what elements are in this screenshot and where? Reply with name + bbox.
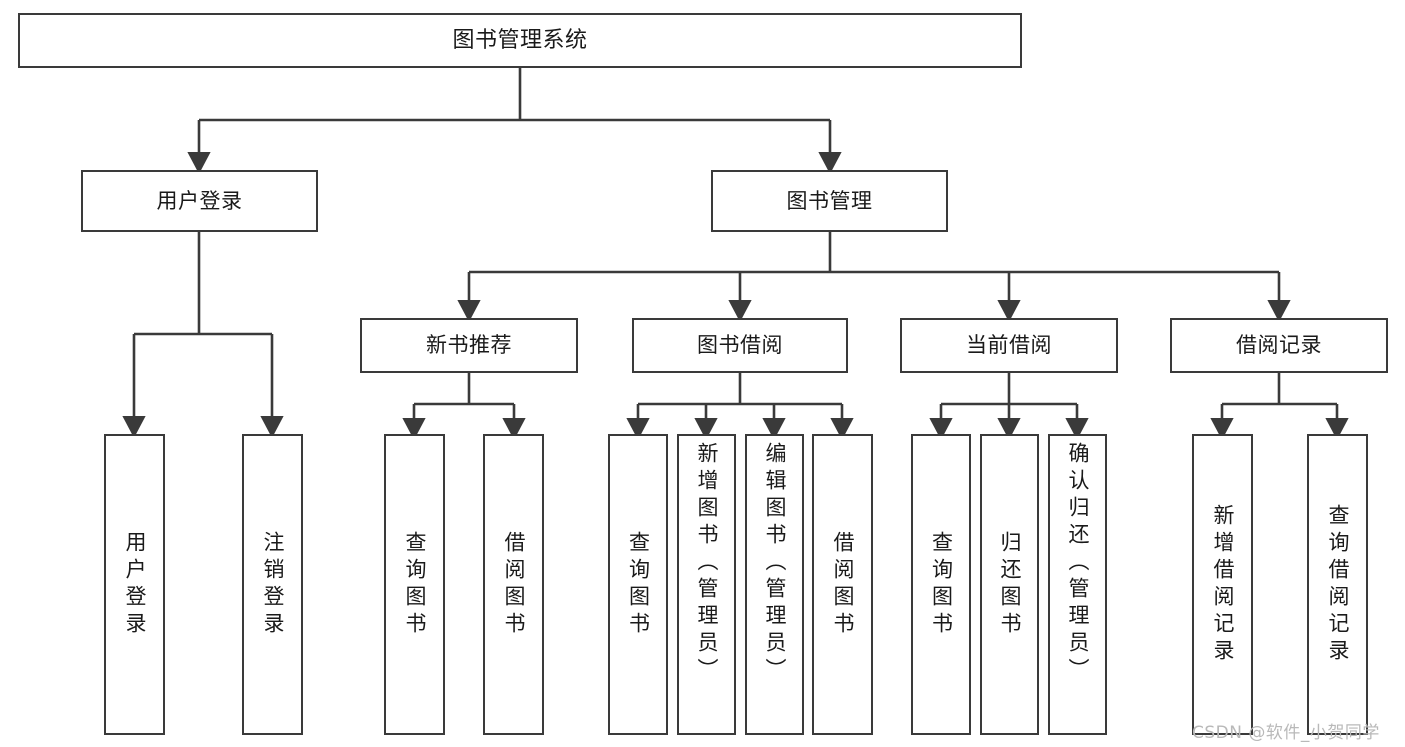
node-label: 当前借阅 xyxy=(966,333,1052,358)
leaf-query-book-current[interactable]: 查询图书 xyxy=(911,434,971,735)
node-new-book-recommend[interactable]: 新书推荐 xyxy=(360,318,578,373)
node-label: 用户登录 xyxy=(123,530,147,639)
watermark-text: CSDN @软件_小贺同学 xyxy=(1192,723,1380,743)
leaf-confirm-return-admin[interactable]: 确认归还（管理员） xyxy=(1048,434,1107,735)
node-label: 新增借阅记录 xyxy=(1211,503,1235,666)
node-label: 新增图书（管理员） xyxy=(695,442,719,685)
leaf-add-book-admin[interactable]: 新增图书（管理员） xyxy=(677,434,736,735)
node-label: 图书管理系统 xyxy=(452,27,588,53)
node-label: 新书推荐 xyxy=(426,333,512,358)
leaf-query-book-rec[interactable]: 查询图书 xyxy=(384,434,445,735)
node-label: 归还图书 xyxy=(998,530,1022,639)
node-label: 借阅记录 xyxy=(1236,333,1322,358)
node-label: 图书借阅 xyxy=(697,333,783,358)
node-label: 查询图书 xyxy=(929,530,954,639)
leaf-logout[interactable]: 注销登录 xyxy=(242,434,303,735)
leaf-user-login[interactable]: 用户登录 xyxy=(104,434,165,735)
node-label: 确认归还（管理员） xyxy=(1066,442,1090,685)
leaf-return-book[interactable]: 归还图书 xyxy=(980,434,1039,735)
node-root-system[interactable]: 图书管理系统 xyxy=(18,13,1022,68)
leaf-query-book-borrow[interactable]: 查询图书 xyxy=(608,434,668,735)
leaf-add-borrow-record[interactable]: 新增借阅记录 xyxy=(1192,434,1253,735)
node-label: 查询图书 xyxy=(626,530,651,639)
leaf-borrow-book[interactable]: 借阅图书 xyxy=(812,434,873,735)
node-label: 查询借阅记录 xyxy=(1326,503,1350,666)
node-label: 用户登录 xyxy=(156,188,243,213)
node-user-login[interactable]: 用户登录 xyxy=(81,170,318,232)
node-label: 注销登录 xyxy=(261,530,285,639)
node-label: 借阅图书 xyxy=(502,530,526,639)
leaf-query-borrow-record[interactable]: 查询借阅记录 xyxy=(1307,434,1368,735)
node-label: 查询图书 xyxy=(403,530,427,639)
node-label: 图书管理 xyxy=(786,188,873,213)
node-book-manage[interactable]: 图书管理 xyxy=(711,170,948,232)
node-book-borrow[interactable]: 图书借阅 xyxy=(632,318,848,373)
node-current-borrow[interactable]: 当前借阅 xyxy=(900,318,1118,373)
node-label: 编辑图书（管理员） xyxy=(763,442,787,685)
node-borrow-record[interactable]: 借阅记录 xyxy=(1170,318,1388,373)
leaf-borrow-book-rec[interactable]: 借阅图书 xyxy=(483,434,544,735)
node-label: 借阅图书 xyxy=(831,530,855,639)
leaf-edit-book-admin[interactable]: 编辑图书（管理员） xyxy=(745,434,804,735)
